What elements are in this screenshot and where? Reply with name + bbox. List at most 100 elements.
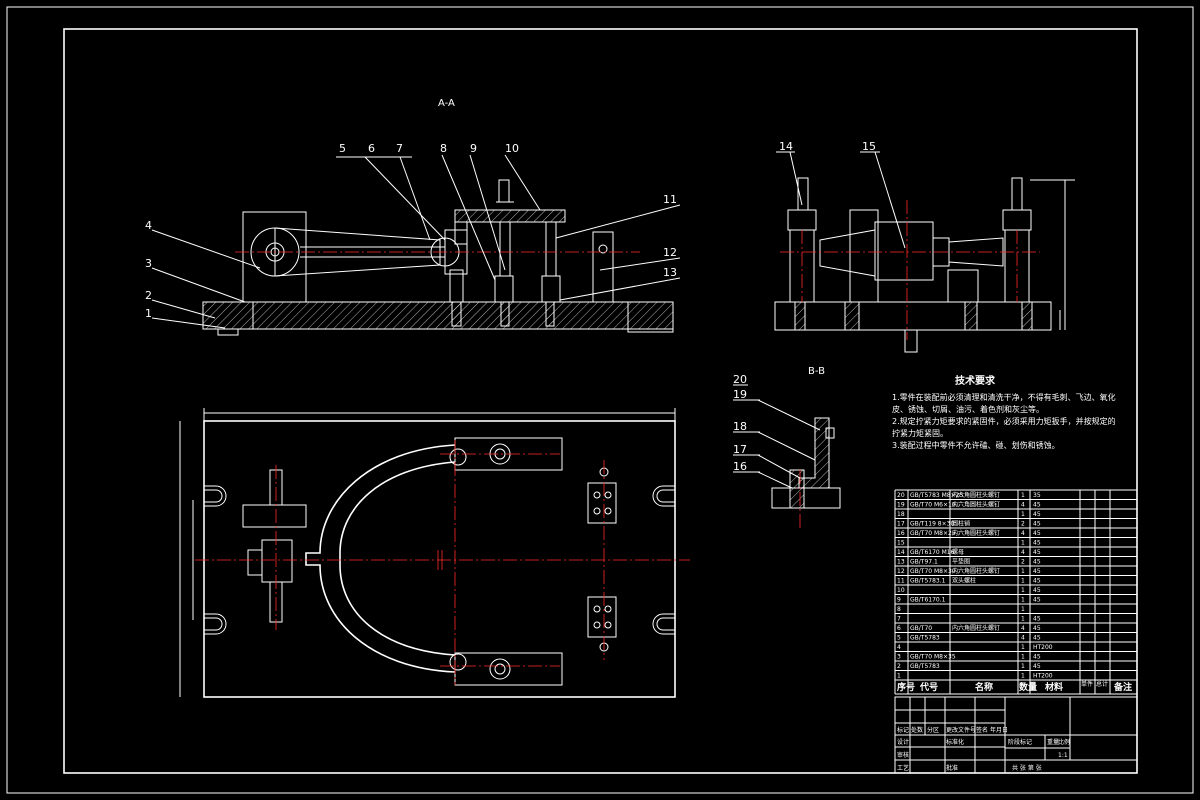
bom-row-name: 内六角圆柱头螺钉 [952, 567, 1000, 575]
bom-row-material: 45 [1033, 625, 1041, 632]
tech-req-line-1: 1.零件在装配前必须清理和清洗干净，不得有毛刺、飞边、氧化 [892, 392, 1116, 402]
bom-row-qty: 1 [1021, 568, 1025, 575]
bom-row-qty: 4 [1021, 625, 1025, 632]
callout-10: 10 [505, 142, 519, 155]
bom-row-name: 圆柱销 [952, 520, 970, 528]
bom-row-material: 45 [1033, 549, 1041, 556]
callout-18: 18 [733, 420, 747, 433]
bom-header-code: 代号 [919, 681, 938, 693]
bom-row-code: GB/T70 [910, 625, 932, 632]
bom-row-qty: 1 [1021, 673, 1025, 680]
callout-4: 4 [145, 219, 152, 232]
bom-row-number: 11 [897, 578, 905, 585]
bom-row-code: GB/T5783 [910, 663, 940, 670]
bom-row-name: 螺母 [952, 548, 964, 556]
bom-row-qty: 4 [1021, 502, 1025, 509]
section-label-aa: A-A [438, 98, 455, 109]
bom-header-name: 名称 [975, 681, 993, 693]
bom-row-qty: 1 [1021, 616, 1025, 623]
tb-count: 处数 [911, 726, 923, 734]
bom-header-material: 材料 [1044, 681, 1063, 693]
callout-2: 2 [145, 289, 152, 302]
tb-stage: 阶段标记 [1008, 738, 1032, 746]
leaders-aa [151, 154, 681, 329]
tb-sign: 签名 [976, 726, 988, 734]
callout-6: 6 [368, 142, 375, 155]
bom-row-code: GB/T6170.1 [910, 597, 946, 604]
tb-ratio: 比例 [1058, 738, 1070, 746]
bom-row-qty: 2 [1021, 521, 1025, 528]
tech-req-line-2: 皮、锈蚀、切屑、油污、着色剂和灰尘等。 [892, 404, 1044, 414]
tb-sheet: 共 张 第 张 [1012, 764, 1042, 772]
bom-row-number: 4 [897, 644, 901, 651]
tb-mark: 标记 [897, 726, 909, 734]
bom-row-code: GB/T6170 M16 [910, 549, 955, 556]
tech-req-line-4: 拧紧力矩紧固。 [892, 428, 948, 438]
callout-3: 3 [145, 257, 152, 270]
bom-row-name: 内六角圆柱头螺钉 [952, 529, 1000, 537]
callout-19: 19 [733, 388, 747, 401]
bom-row-number: 2 [897, 663, 901, 670]
callout-8: 8 [440, 142, 447, 155]
bom-row-qty: 1 [1021, 606, 1025, 613]
bom-header-total: 总计 [1096, 680, 1108, 688]
bom-row-code: GB/T97.1 [910, 559, 938, 566]
bom-row-code: GB/T119 8×30 [910, 521, 954, 528]
bom-row-qty: 1 [1021, 540, 1025, 547]
bom-row-qty: 1 [1021, 587, 1025, 594]
callout-20: 20 [733, 373, 747, 386]
tb-standard: 标准化 [946, 738, 964, 746]
bom-row-name: 双头螺柱 [952, 577, 976, 585]
bom-row-qty: 1 [1021, 578, 1025, 585]
callout-9: 9 [470, 142, 477, 155]
bom-row-code: GB/T70 M8×35 [910, 654, 956, 661]
bom-row-number: 17 [897, 521, 905, 528]
section-label-bb: B-B [808, 366, 825, 377]
bom-row-code: GB/T5783.1 [910, 578, 946, 585]
bom-row-material: 45 [1033, 502, 1041, 509]
sheet-border [6, 6, 1194, 794]
tb-process: 工艺 [897, 764, 909, 772]
tb-design: 设计 [897, 738, 909, 746]
callout-17: 17 [733, 443, 747, 456]
bom-row-qty: 4 [1021, 635, 1025, 642]
bom-row-name: 平垫圈 [952, 558, 970, 566]
bom-row-number: 3 [897, 654, 901, 661]
bom-row-material: 45 [1033, 616, 1041, 623]
bom-row-material: 35 [1033, 492, 1041, 499]
bom-row-qty: 4 [1021, 549, 1025, 556]
view-aa: A-A [145, 98, 681, 336]
bom-row-qty: 1 [1021, 654, 1025, 661]
bom-row-qty: 1 [1021, 644, 1025, 651]
callout-7: 7 [396, 142, 403, 155]
tb-date: 年月日 [990, 726, 1008, 734]
bom-row-material: HT200 [1033, 673, 1053, 680]
bom-row-number: 20 [897, 492, 905, 499]
callout-15: 15 [862, 140, 876, 153]
bom-row-number: 14 [897, 549, 905, 556]
bom-row-number: 7 [897, 616, 901, 623]
bom-row-number: 6 [897, 625, 901, 632]
tech-req-title: 技术要求 [955, 374, 996, 387]
view-plan [179, 408, 690, 698]
bom-row-qty: 1 [1021, 597, 1025, 604]
bom-row-number: 16 [897, 530, 905, 537]
bom-row-qty: 1 [1021, 663, 1025, 670]
bom-row-code: GB/T70 M8×30 [910, 568, 956, 575]
bom-row-number: 1 [897, 673, 901, 680]
bom-row-material: 45 [1033, 521, 1041, 528]
bom-row-material: 45 [1033, 511, 1041, 518]
tech-req-line-3: 2.规定拧紧力矩要求的紧固件，必须采用力矩扳手，并按规定的 [892, 416, 1116, 426]
bom-row-number: 9 [897, 597, 901, 604]
callout-1: 1 [145, 307, 152, 320]
bom-row-material: 45 [1033, 635, 1041, 642]
bom-header-unit: 单件 [1081, 680, 1093, 688]
bom-row-code: GB/T70 M6×16 [910, 502, 956, 509]
base-plate [202, 301, 674, 330]
bom-row-number: 8 [897, 606, 901, 613]
bom-row-material: 45 [1033, 578, 1041, 585]
bom-row-material: 45 [1033, 530, 1041, 537]
bom-row-number: 18 [897, 511, 905, 518]
